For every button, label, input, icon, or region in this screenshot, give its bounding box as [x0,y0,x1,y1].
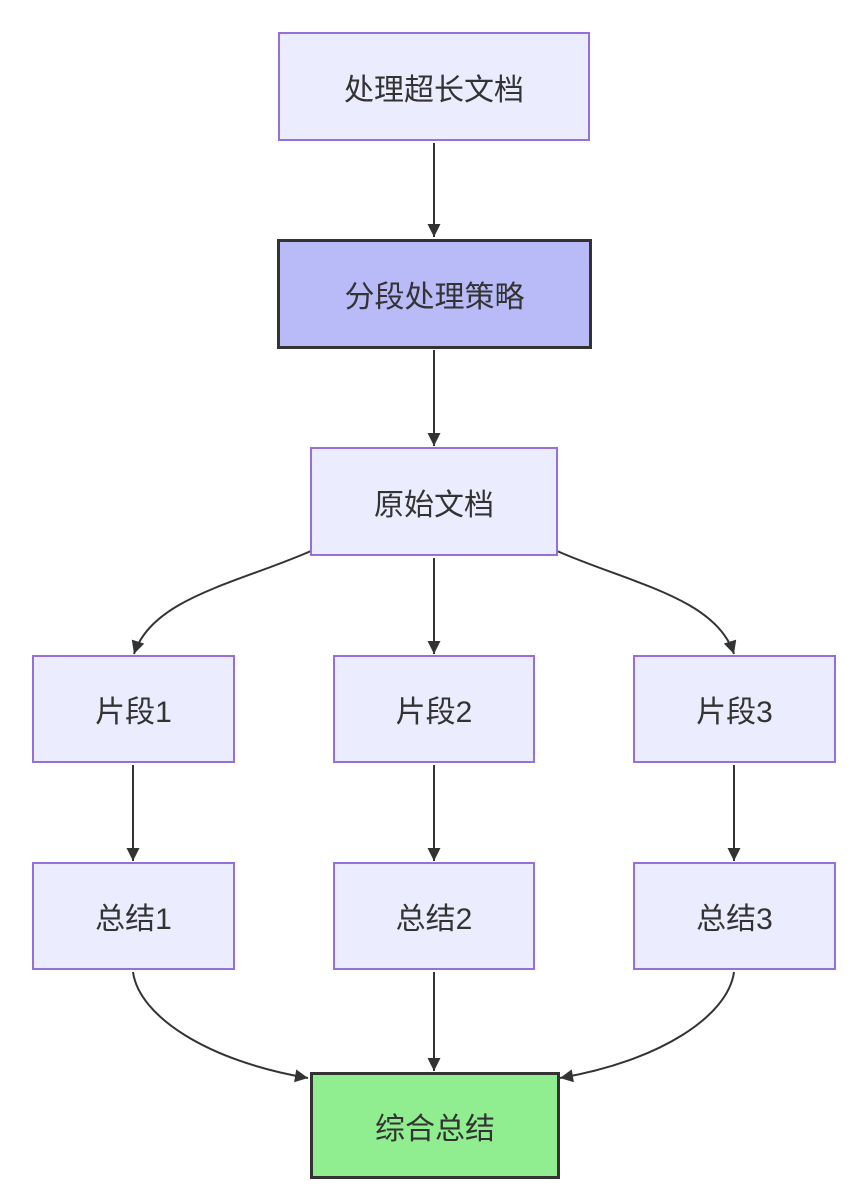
node-fragment-1-label: 片段1 [95,696,172,729]
node-combined-summary: 综合总结 [310,1072,560,1179]
node-fragment-2: 片段2 [333,655,535,763]
node-fragment-3-label: 片段3 [696,696,773,729]
node-fragment-3: 片段3 [633,655,836,763]
edge-E3-F [559,971,735,1083]
node-combined-summary-label: 综合总结 [375,1112,495,1146]
node-segmentation-strategy-label: 分段处理策略 [344,281,525,314]
node-process-long-document-label: 处理超长文档 [344,73,524,107]
node-segmentation-strategy: 分段处理策略 [277,239,592,349]
node-summary-3-label: 总结3 [696,903,773,936]
edge-E1-F [132,971,309,1083]
edge-C-D1 [131,550,312,655]
node-summary-3: 总结3 [633,862,836,970]
node-summary-2-label: 总结2 [395,903,473,936]
node-summary-1: 总结1 [32,862,235,970]
node-summary-2: 总结2 [333,862,535,970]
node-fragment-1: 片段1 [32,655,235,763]
node-process-long-document: 处理超长文档 [278,32,590,141]
node-original-document-label: 原始文档 [374,488,494,522]
node-original-document: 原始文档 [310,447,558,556]
node-fragment-2-label: 片段2 [395,696,473,729]
node-summary-1-label: 总结1 [95,903,172,936]
edge-C-D3 [556,550,737,655]
